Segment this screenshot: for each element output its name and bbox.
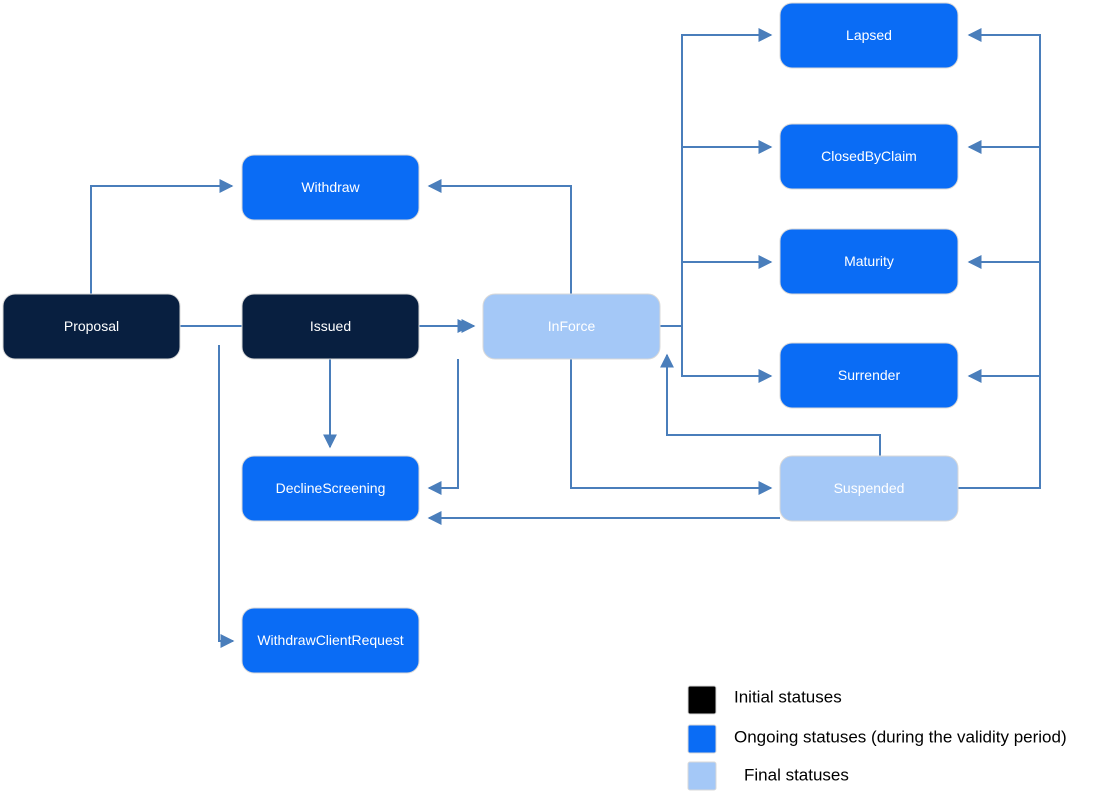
edge-inforce-declinescreening <box>427 359 459 495</box>
node-suspended[interactable]: Suspended <box>779 455 959 522</box>
node-proposal[interactable]: Proposal <box>2 293 181 360</box>
node-shape-declinescreening <box>241 455 420 522</box>
edge-inforce-withdraw <box>427 179 572 294</box>
node-surrender[interactable]: Surrender <box>779 342 959 409</box>
edge-proposal-withdraw <box>90 179 234 294</box>
node-shape-withdrawclientrequest <box>241 607 420 674</box>
legend-item-initial: Initial statuses <box>687 685 842 715</box>
node-shape-suspended <box>779 455 959 522</box>
edge-inforce-suspended <box>570 359 773 495</box>
node-shape-withdraw <box>241 154 420 221</box>
node-shape-inforce <box>482 293 661 360</box>
edge-inforce-closedbyclaim <box>681 140 773 326</box>
edge-issued-withdrawclientrequest <box>218 345 235 648</box>
nodes-layer: Proposal Issued InForce WithdrawDeclineScre… <box>2 2 959 674</box>
legend-label-ongoing: Ongoing statuses (during the validity pe… <box>734 727 1067 746</box>
node-maturity[interactable]: Maturity <box>779 228 959 295</box>
node-withdrawclientrequest[interactable]: WithdrawClientRequest <box>241 607 420 674</box>
legend-swatch-final <box>687 761 717 791</box>
node-withdraw[interactable]: Withdraw <box>241 154 420 221</box>
legend-item-final: Final statuses <box>687 761 849 791</box>
node-shape-surrender <box>779 342 959 409</box>
node-shape-maturity <box>779 228 959 295</box>
node-issued[interactable]: Issued <box>241 293 420 360</box>
legend-swatch-ongoing <box>687 724 717 754</box>
node-shape-proposal <box>2 293 181 360</box>
edge-suspended-inforce <box>660 353 881 456</box>
node-closedbyclaim[interactable]: ClosedByClaim <box>779 123 959 190</box>
legend-label-final: Final statuses <box>744 765 849 784</box>
edge-inforce-maturity <box>681 255 773 326</box>
node-shape-lapsed <box>779 2 959 69</box>
node-shape-closedbyclaim <box>779 123 959 190</box>
legend-label-initial: Initial statuses <box>734 687 842 706</box>
node-lapsed[interactable]: Lapsed <box>779 2 959 69</box>
node-inforce[interactable]: InForce <box>482 293 661 360</box>
legend-item-ongoing: Ongoing statuses (during the validity pe… <box>687 724 1067 754</box>
node-shape-issued <box>241 293 420 360</box>
node-declinescreening[interactable]: DeclineScreening <box>241 455 420 522</box>
edge-inforce-lapsed <box>660 28 773 327</box>
edges-layer <box>90 28 1041 648</box>
edge-inforce-surrender <box>681 326 773 383</box>
legend-swatch-initial <box>687 685 717 715</box>
